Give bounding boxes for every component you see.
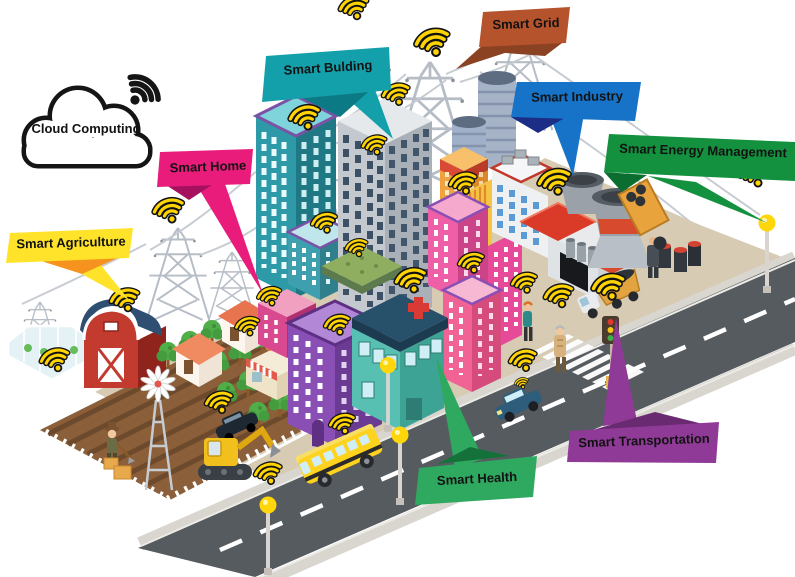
coal-bin (617, 178, 670, 237)
callout-smart-health (415, 356, 537, 505)
smart-home-label: Smart Home (169, 157, 247, 176)
pink-tall-building (440, 274, 504, 392)
city-buildings (252, 58, 652, 448)
house (172, 333, 226, 387)
callout-tail (550, 114, 584, 176)
callout-smart-agriculture (6, 228, 133, 300)
shop-awning (246, 358, 277, 381)
callout-banner (6, 228, 133, 263)
red-cross-icon (408, 297, 429, 319)
wifi-signal-icon (414, 27, 453, 62)
road-center-dashes (219, 296, 795, 553)
callout-smart-grid (456, 7, 570, 69)
callout-tail (436, 356, 483, 468)
callout-banner (511, 82, 641, 121)
pedestrian (523, 301, 533, 341)
callout-banner (415, 456, 537, 505)
callout-banner (262, 47, 391, 102)
callouts (6, 7, 795, 505)
callout-tail (603, 318, 637, 426)
excavator (198, 425, 281, 480)
callout-smart-home (157, 149, 263, 294)
callout-smart-energy-management (604, 134, 795, 223)
smart-industry-label: Smart Industry (530, 88, 623, 105)
smart-agriculture-label: Smart Agriculture (16, 233, 126, 252)
callout-banner (479, 7, 570, 47)
car (495, 388, 542, 422)
school-bus (295, 423, 383, 487)
wifi-signal-icon (338, 0, 371, 24)
hospital (352, 294, 448, 430)
arched-door (312, 419, 324, 448)
callout-smart-industry (511, 82, 641, 176)
worker (647, 236, 667, 278)
callout-smart-transportation (567, 318, 719, 463)
callout-banner (567, 422, 719, 463)
hay-bales (103, 457, 132, 480)
windmill (140, 365, 176, 491)
wifi-signal-icon (152, 197, 187, 228)
green-roof-building (322, 246, 402, 294)
rooftop-units (501, 149, 540, 166)
street-objects (259, 178, 776, 575)
callout-fold (511, 115, 570, 133)
cloud-icon (21, 71, 163, 169)
pedestrian (554, 325, 566, 372)
callout-fold (604, 172, 647, 192)
callout-banner (604, 134, 795, 181)
cloud-computing-label: Cloud Computing (31, 121, 141, 136)
callout-tail (648, 176, 767, 223)
callout-banner (157, 149, 253, 187)
callout-tail (196, 181, 263, 294)
garage-door (560, 252, 588, 292)
factory (489, 149, 652, 300)
callout-smart-bulding (262, 47, 393, 139)
smart-grid-label: Smart Grid (492, 14, 560, 33)
callout-fold (437, 447, 510, 464)
